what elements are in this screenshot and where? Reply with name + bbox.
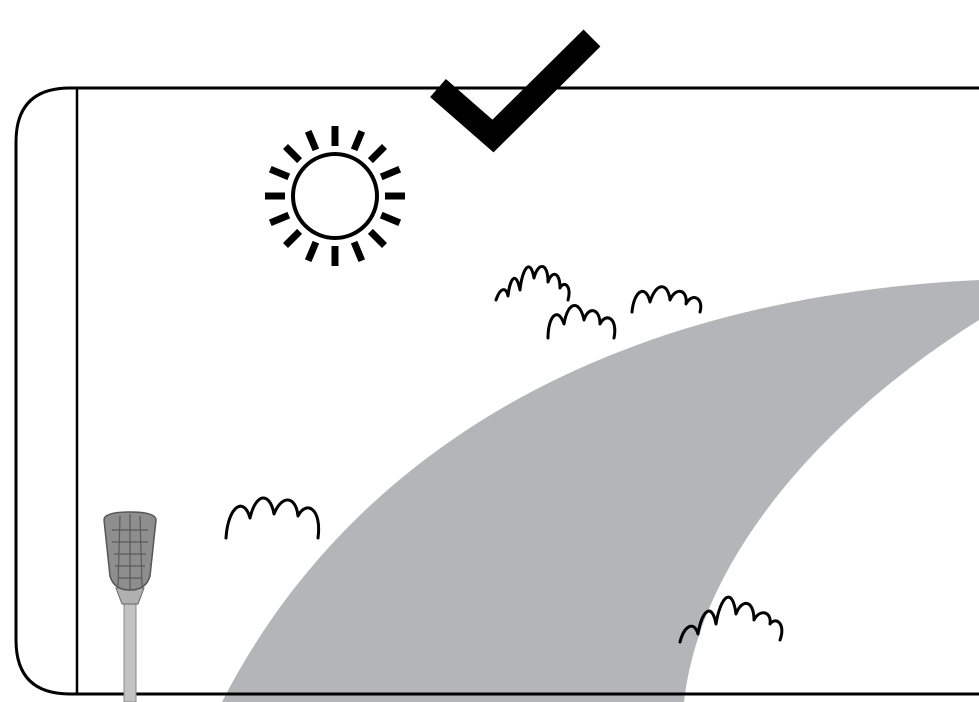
garden-path	[222, 280, 979, 702]
sun-ray	[370, 147, 384, 161]
sun-ray	[381, 215, 400, 223]
sun-ray	[370, 231, 384, 245]
sun-ray	[286, 231, 300, 245]
sun-ray	[354, 131, 362, 150]
grass-tuft-icon	[548, 305, 615, 338]
sun-ray	[354, 242, 362, 261]
grass-tuft-icon	[632, 287, 701, 312]
sun-icon	[265, 126, 405, 266]
sun-ray	[270, 215, 289, 223]
solar-torch-light-icon	[104, 512, 156, 702]
sun-ray	[381, 169, 400, 177]
grass-tuft-icon	[496, 266, 569, 300]
sun-ray	[308, 131, 316, 150]
sun-ray	[286, 147, 300, 161]
sun-ray	[270, 169, 289, 177]
sun-ray	[308, 242, 316, 261]
grass-tuft-icon	[226, 498, 319, 538]
